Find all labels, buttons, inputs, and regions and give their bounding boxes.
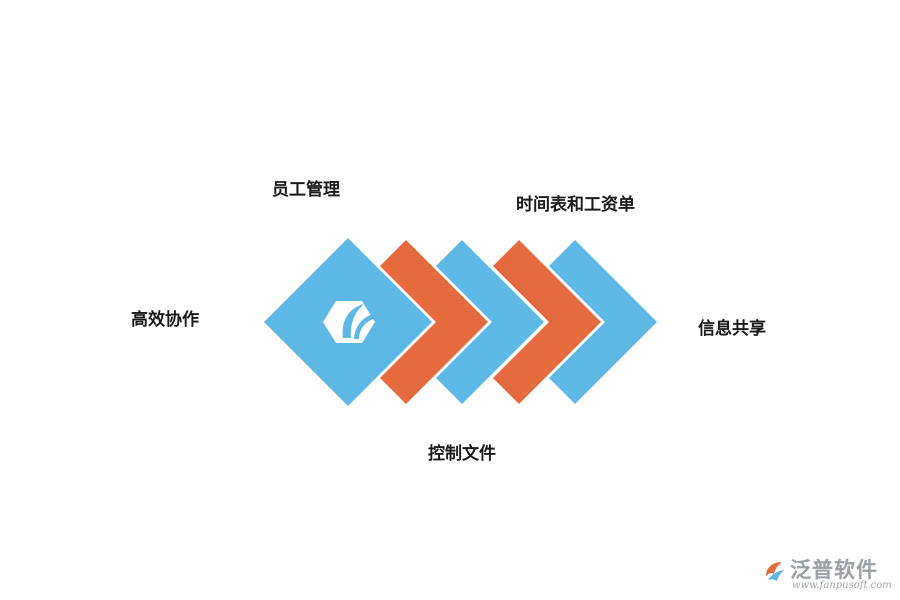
chevron-3-orange bbox=[493, 240, 601, 404]
label-timesheet-payroll: 时间表和工资单 bbox=[516, 195, 635, 215]
chevron-1-orange bbox=[380, 240, 488, 404]
hexagon-leaf-logo-icon bbox=[323, 301, 375, 343]
watermark: 泛普软件 www.fanpusoft.com bbox=[762, 554, 892, 594]
label-control-documents: 控制文件 bbox=[428, 444, 496, 464]
label-staff-management: 员工管理 bbox=[272, 180, 340, 200]
watermark-url: www.fanpusoft.com bbox=[792, 580, 892, 591]
label-efficient-collaboration: 高效协作 bbox=[131, 310, 199, 330]
label-information-sharing: 信息共享 bbox=[698, 319, 766, 339]
fanpu-logo-icon bbox=[766, 562, 784, 581]
watermark-brand: 泛普软件 bbox=[790, 558, 878, 582]
chevron-2-blue bbox=[436, 240, 544, 404]
chevron-4-blue bbox=[549, 240, 657, 404]
